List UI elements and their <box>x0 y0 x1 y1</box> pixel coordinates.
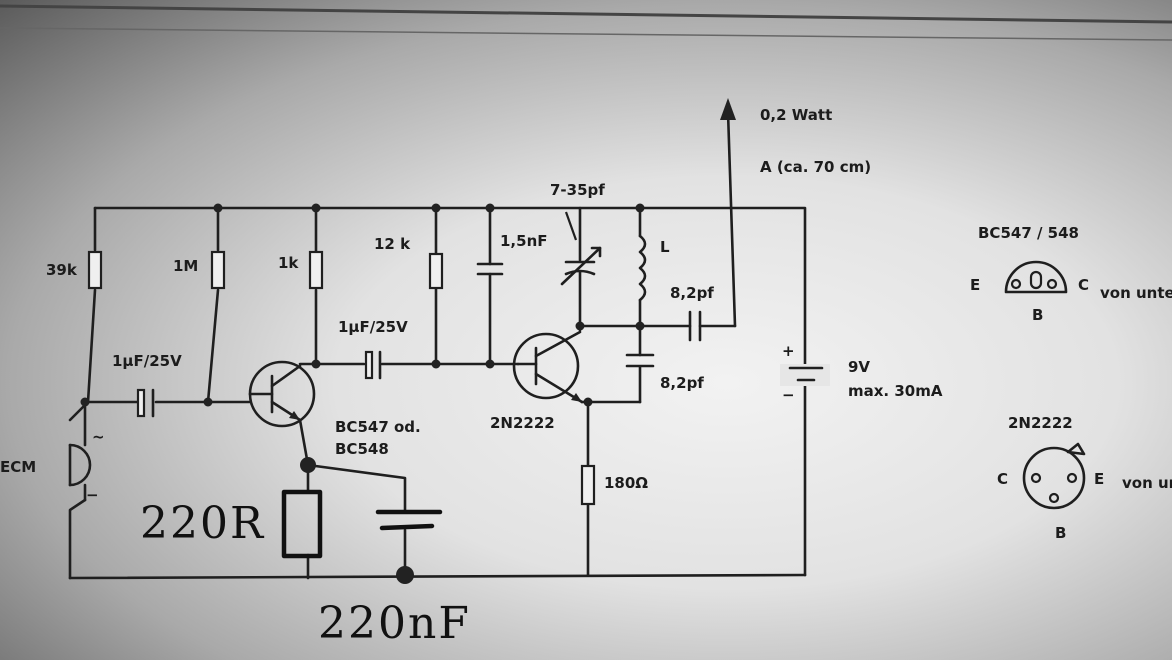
svg-text:von unten: von unten <box>1122 474 1172 492</box>
svg-text:1M: 1M <box>173 257 198 275</box>
handdrawn-capacitor-220nf: 220nF <box>318 509 471 649</box>
svg-text:39k: 39k <box>46 261 78 279</box>
svg-text:C: C <box>1078 276 1089 294</box>
svg-text:−: − <box>782 386 795 404</box>
handdrawn-resistor-220r: 220R <box>140 489 323 559</box>
capacitor-1-5nf: 1,5nF <box>476 232 548 276</box>
svg-text:B: B <box>1032 306 1043 324</box>
svg-text:2N2222: 2N2222 <box>1008 414 1073 432</box>
svg-text:0,2 Watt: 0,2 Watt <box>760 106 832 124</box>
wiring <box>68 110 807 580</box>
svg-text:1µF/25V: 1µF/25V <box>338 318 408 336</box>
svg-text:−: − <box>86 486 99 504</box>
svg-text:B: B <box>1055 524 1066 542</box>
svg-text:180Ω: 180Ω <box>604 474 648 492</box>
resistor-12k: 12 k <box>374 235 444 290</box>
battery-9v: + − 9V max. 30mA <box>780 342 943 404</box>
svg-text:1k: 1k <box>278 254 299 272</box>
pinout-bc547: BC547 / 548 E C B von unten <box>970 224 1172 324</box>
svg-text:BC547 od.: BC547 od. <box>335 418 421 436</box>
capacitor-8-2pf-feedback: 8,2pf <box>625 353 704 392</box>
trimmer-capacitor: 7-35pf <box>550 181 605 286</box>
svg-text:7-35pf: 7-35pf <box>550 181 605 199</box>
svg-text:220nF: 220nF <box>318 598 471 649</box>
svg-text:8,2pf: 8,2pf <box>670 284 714 302</box>
svg-text:max. 30mA: max. 30mA <box>848 382 943 400</box>
svg-text:E: E <box>1094 470 1104 488</box>
paper-edge <box>0 4 1172 41</box>
resistor-39k: 39k <box>46 250 103 290</box>
capacitor-1uf-input: 1µF/25V <box>112 352 182 418</box>
svg-text:1µF/25V: 1µF/25V <box>112 352 182 370</box>
svg-text:9V: 9V <box>848 358 870 376</box>
svg-text:8,2pf: 8,2pf <box>660 374 704 392</box>
ecm-microphone: ECM ~ − <box>0 428 105 504</box>
svg-text:12 k: 12 k <box>374 235 411 253</box>
resistor-1m: 1M <box>173 250 226 290</box>
resistor-180-ohm: 180Ω <box>580 464 648 506</box>
capacitor-8-2pf-output: 8,2pf <box>670 284 714 342</box>
svg-text:+: + <box>782 342 795 360</box>
svg-text:~: ~ <box>92 428 105 446</box>
svg-text:1,5nF: 1,5nF <box>500 232 548 250</box>
capacitor-1uf-coupling: 1µF/25V <box>338 318 408 380</box>
svg-text:BC548: BC548 <box>335 440 389 458</box>
svg-text:ECM: ECM <box>0 458 36 476</box>
svg-text:C: C <box>997 470 1008 488</box>
svg-text:L: L <box>660 238 670 256</box>
junctions <box>80 203 645 584</box>
svg-text:E: E <box>970 276 980 294</box>
transistor-q2: 2N2222 <box>490 330 584 432</box>
antenna: 0,2 Watt A (ca. 70 cm) <box>720 98 871 176</box>
transistor-q1: BC547 od. BC548 <box>248 360 421 458</box>
pinout-2n2222: 2N2222 C E B von unten <box>997 414 1172 542</box>
svg-text:2N2222: 2N2222 <box>490 414 555 432</box>
svg-text:A (ca. 70 cm): A (ca. 70 cm) <box>760 158 871 176</box>
svg-text:von unten: von unten <box>1100 284 1172 302</box>
svg-text:BC547 / 548: BC547 / 548 <box>978 224 1079 242</box>
svg-text:220R: 220R <box>140 498 265 549</box>
coil-inductor: L <box>638 234 670 302</box>
resistor-1k: 1k <box>278 250 324 290</box>
